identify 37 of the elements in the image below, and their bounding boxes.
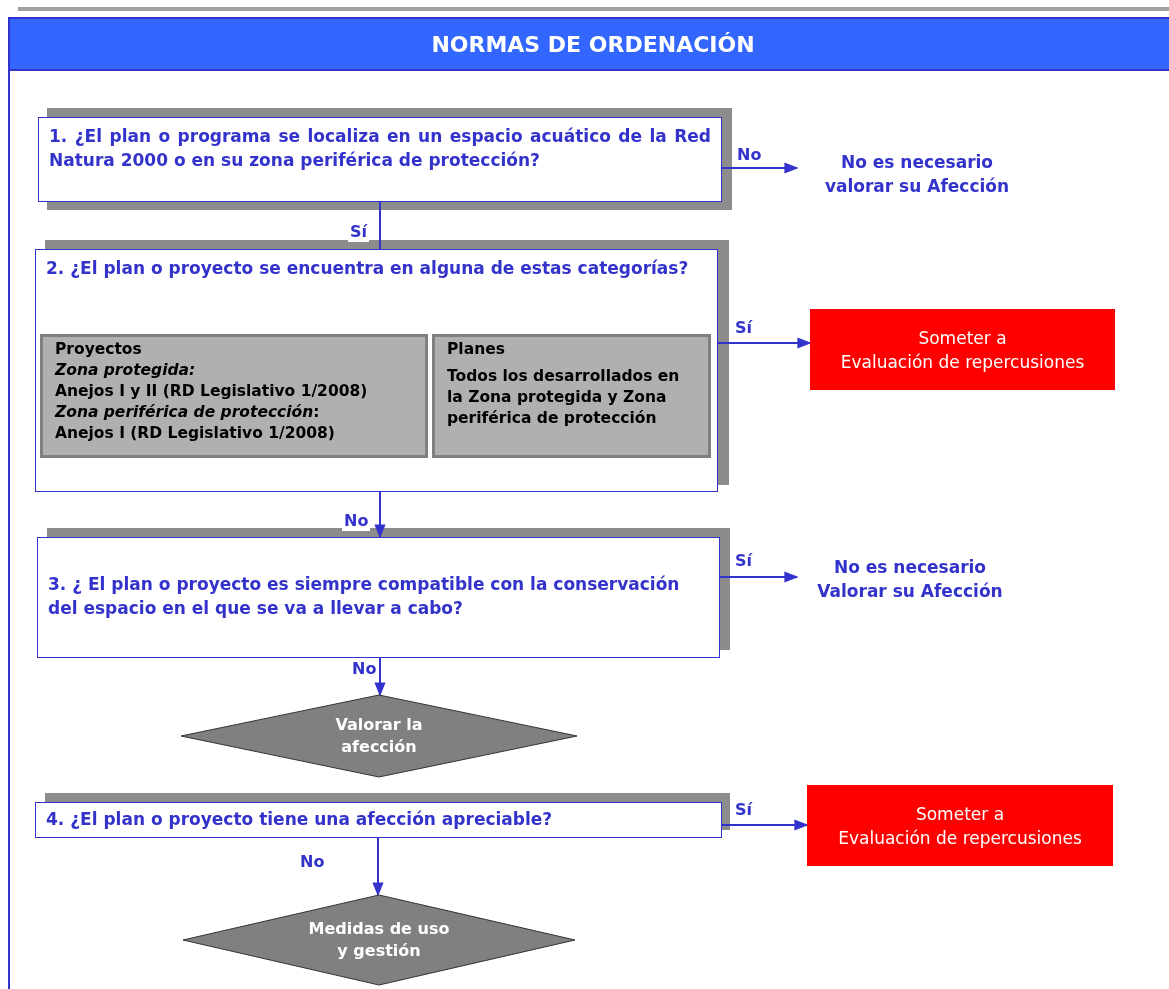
arrow [372,837,384,897]
question-box [35,249,718,492]
outcome-text: No es necesario valorar su Afección [824,151,1010,198]
question-text: 3. ¿ El plan o proyecto es siempre compatible con la conservación del espacio en el que se va a llevar a cabo? [48,573,681,620]
question-text: 1. ¿El plan o programa se localiza en un espacio acuático de la Red Natura 2000 o en su zona periférica de protección? [49,125,711,172]
panel-text: Anejos I (RD Legislativo 1/2008) [55,423,336,444]
arrow [721,819,809,831]
result-box [810,309,1115,390]
category-panel [40,334,428,458]
panel-text: Anejos I y II (RD Legislativo 1/2008) [55,381,369,402]
panel-text: Zona periférica de protección: [55,402,321,423]
result-text: Evaluación de repercusiones [840,350,1085,374]
arrow [717,337,812,349]
edge-label: No [342,511,371,531]
panel-text: Todos los desarrollados en la Zona protegida y Zona periférica de protección [447,366,681,429]
question-box [35,802,722,838]
diamond-text: Medidas de uso y gestión [307,918,451,962]
category-panel [432,334,711,458]
arrow [374,491,386,539]
panel-text: Zona protegida: [55,360,197,381]
result-text: Someter a [915,802,1005,826]
panel-heading: Proyectos [55,339,143,360]
arrow [721,162,799,174]
result-box [807,785,1113,866]
question-box [38,117,722,202]
panel-heading: Planes [447,339,506,360]
result-text: Someter a [918,326,1007,350]
question-box [37,537,720,658]
edge-label: Sí [348,222,369,242]
result-text: Evaluación de repercusiones [838,826,1082,850]
question-text: 4. ¿El plan o proyecto tiene una afección apreciable? [46,808,554,831]
question-text: 2. ¿El plan o proyecto se encuentra en alguna de estas categorías? [46,257,690,280]
arrow [374,657,386,697]
arrow [719,571,799,583]
title-banner: NORMAS DE ORDENACIÓN [8,17,1169,71]
outcome-text: No es necesario Valorar su Afección [816,556,1004,603]
diamond-text: Valorar la afección [334,714,424,758]
